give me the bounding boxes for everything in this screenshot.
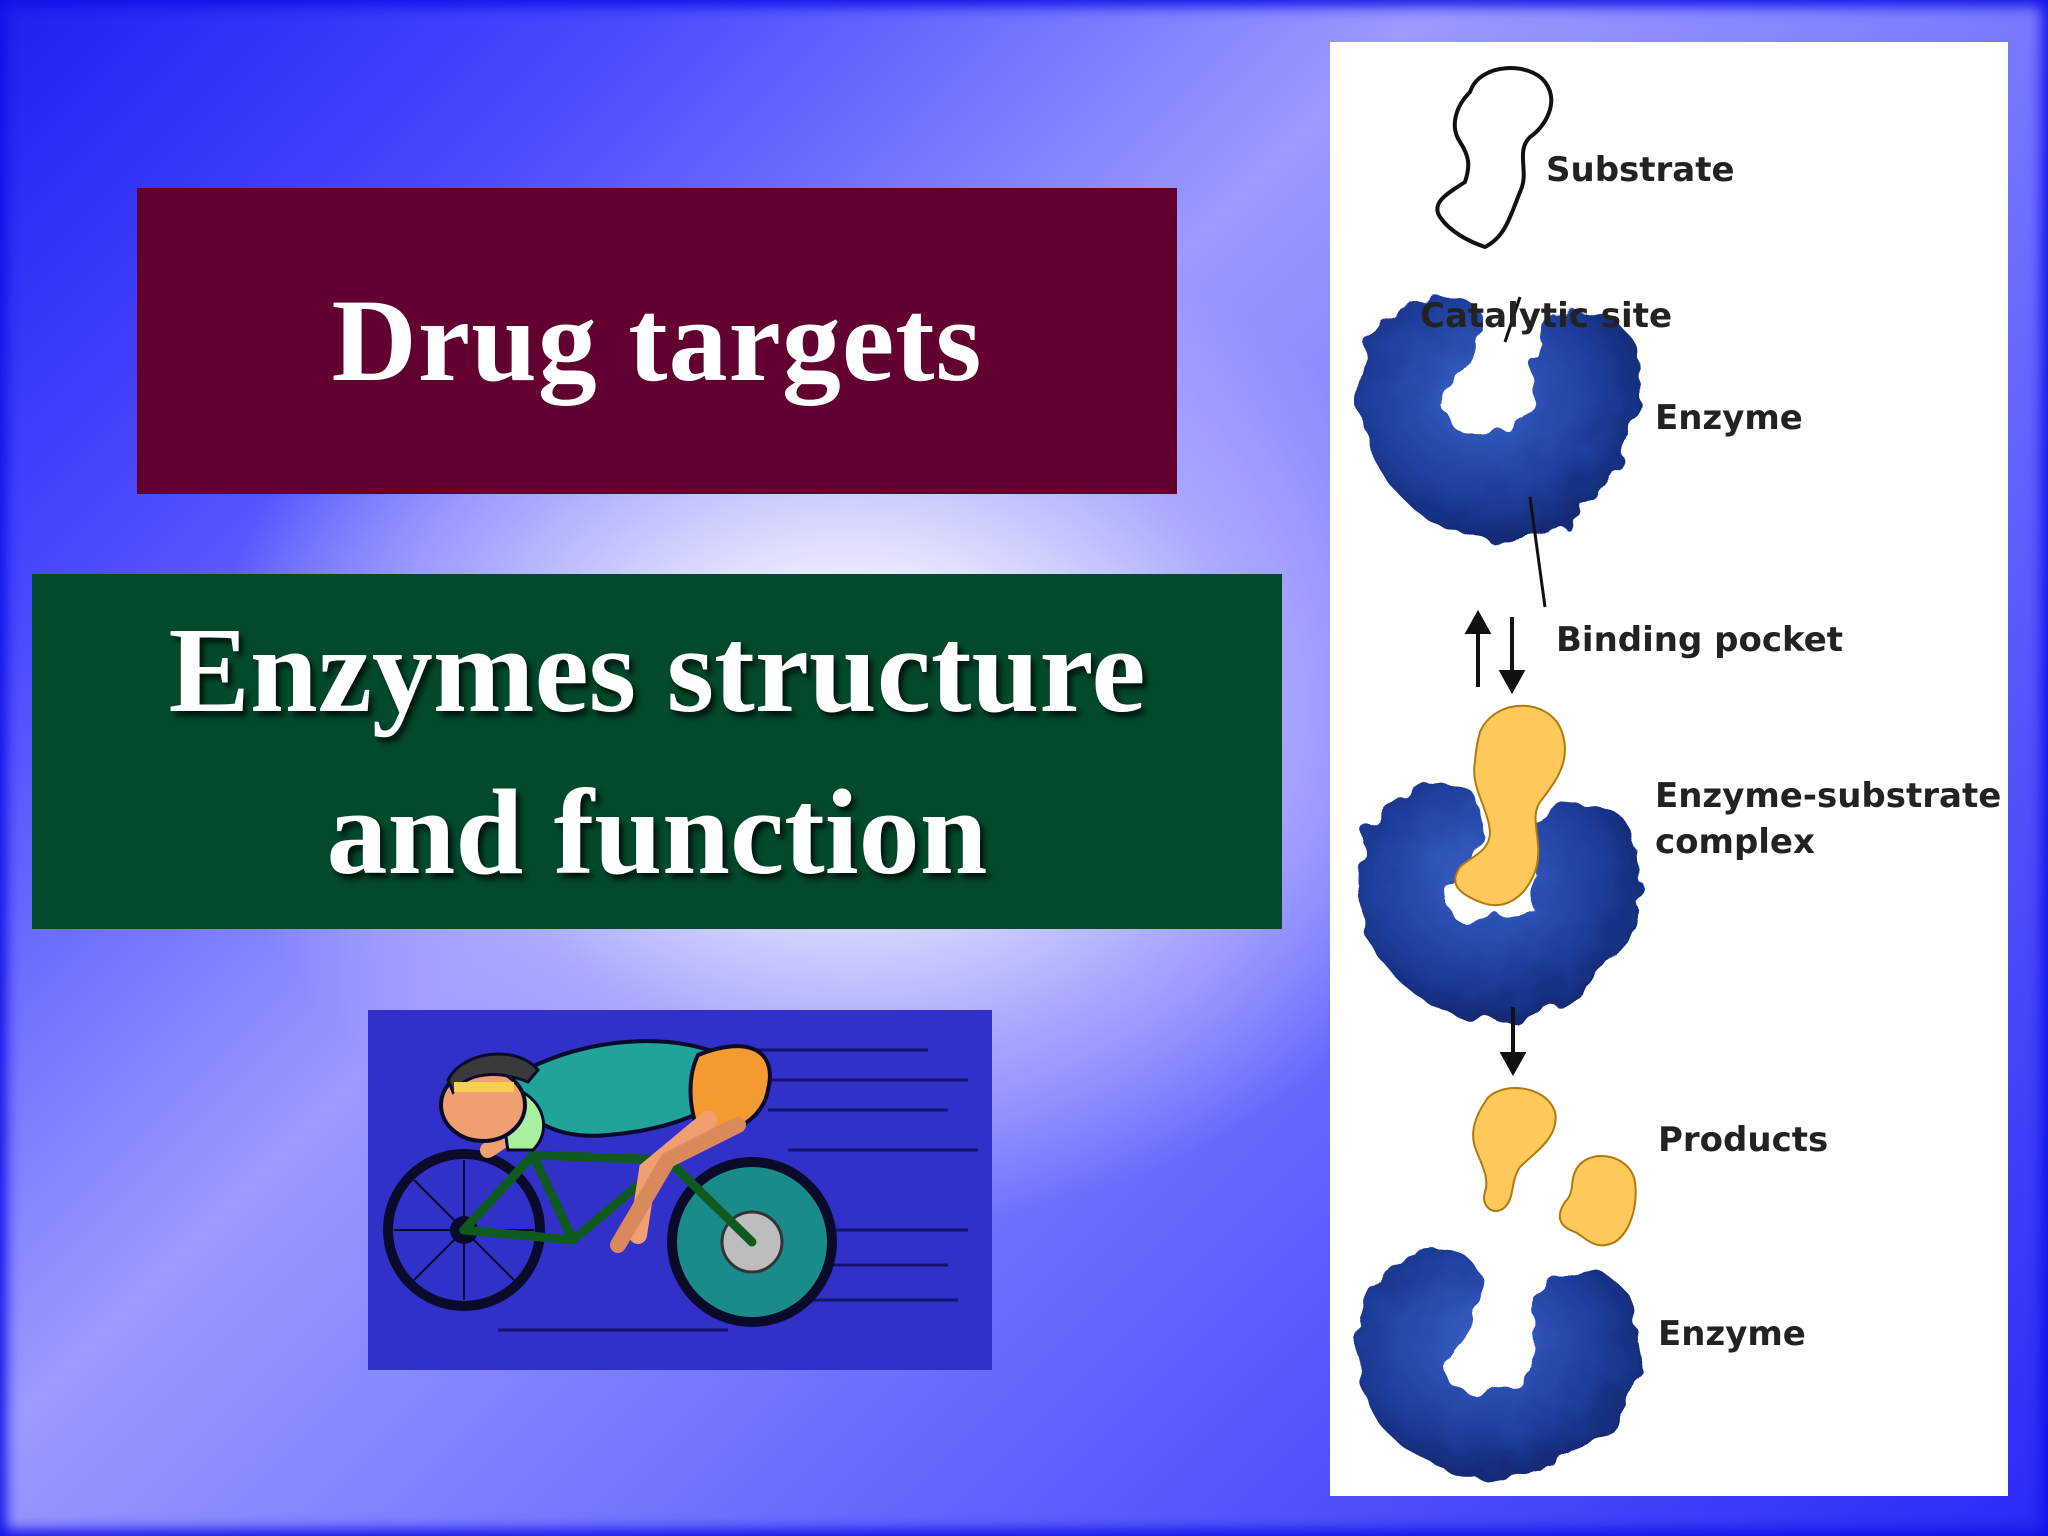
title-box: Drug targets — [137, 188, 1177, 494]
cyclist-icon — [383, 1039, 978, 1332]
substrate-outline — [1435, 66, 1554, 250]
label-complex-line-1: Enzyme-substrate — [1655, 776, 2002, 816]
enzyme-shape-bottom — [1358, 1252, 1641, 1479]
cyclist-illustration — [368, 1010, 992, 1370]
label-binding-pocket: Binding pocket — [1556, 620, 1844, 660]
label-substrate: Substrate — [1546, 150, 1735, 190]
label-products: Products — [1658, 1120, 1829, 1160]
substrate-bound — [1454, 704, 1566, 907]
enzyme-diagram-graphic — [1358, 66, 1641, 1479]
label-enzyme-top: Enzyme — [1655, 398, 1803, 438]
subtitle-line-1: Enzymes structure — [168, 602, 1146, 738]
enzyme-diagram-panel: Substrate Catalytic site Enzyme Binding … — [1330, 42, 2008, 1496]
label-catalytic-site: Catalytic site — [1420, 296, 1673, 336]
enzyme-shape-top — [1358, 296, 1641, 543]
label-enzyme-bottom: Enzyme — [1658, 1314, 1806, 1354]
enzyme-shape-complex — [1358, 782, 1641, 1024]
slide-title: Drug targets — [331, 275, 983, 406]
label-complex-line-2: complex — [1655, 822, 1815, 862]
product-left — [1472, 1087, 1557, 1212]
subtitle-box: Enzymes structure and function — [32, 574, 1282, 929]
subtitle-line-2: and function — [326, 764, 988, 900]
product-right — [1558, 1155, 1637, 1247]
